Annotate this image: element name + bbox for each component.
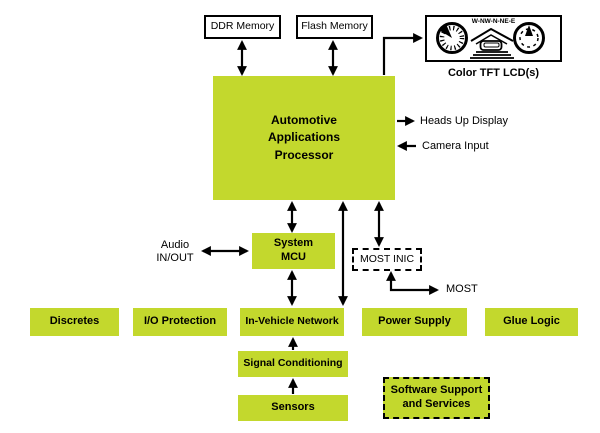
dial-gauge-icon [513,22,545,54]
glue-logic-box: Glue Logic [485,308,578,336]
compass-heading-text: W-NW-N-NE-E [471,18,516,25]
most-inic-box: MOST INIC [352,248,422,271]
most-bus-label: MOST [446,283,478,295]
in-vehicle-network-box: In-Vehicle Network [240,308,344,336]
power-supply-box: Power Supply [362,308,467,336]
tft-lcd-cluster-box: W-NW-N-NE-E [425,15,562,62]
system-mcu-box: System MCU [252,233,335,269]
flash-memory-box: Flash Memory [296,15,373,39]
audio-inout-label: Audio IN/OUT [156,239,194,265]
instrument-cluster-icon [436,22,545,59]
car-navigation-icon [470,27,514,59]
speedometer-gauge-icon [436,22,468,54]
sensors-box: Sensors [238,395,348,421]
io-protection-box: I/O Protection [133,308,227,336]
heads-up-display-label: Heads Up Display [420,115,509,127]
software-support-box: Software Support and Services [383,377,490,419]
discretes-box: Discretes [30,308,119,336]
ddr-memory-box: DDR Memory [204,15,281,39]
applications-processor-box: Automotive Applications Processor [213,76,395,200]
camera-input-label: Camera Input [422,140,489,152]
cluster-caption: Color TFT LCD(s) [447,67,540,79]
signal-conditioning-box: Signal Conditioning [238,351,348,377]
